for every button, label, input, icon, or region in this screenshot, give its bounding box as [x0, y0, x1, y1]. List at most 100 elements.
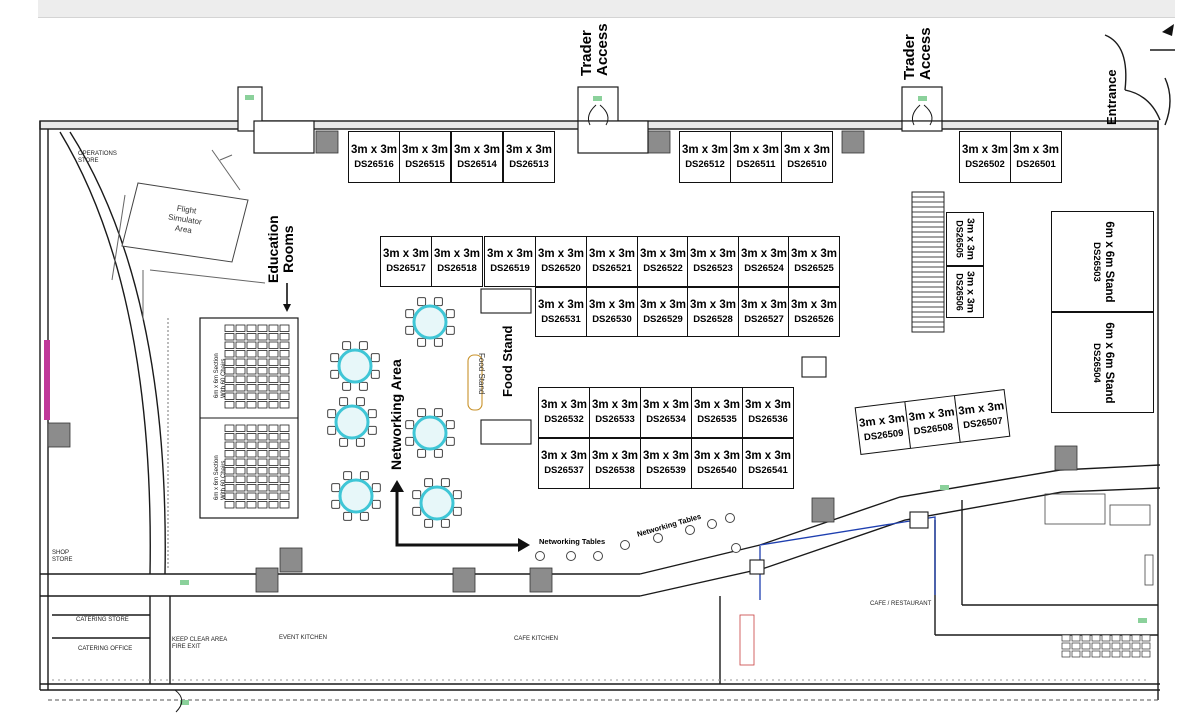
chair [359, 511, 369, 521]
seat [235, 341, 246, 349]
chair [339, 397, 349, 407]
small-table [535, 551, 545, 561]
cafe-seat [1091, 642, 1101, 650]
seat [257, 358, 268, 366]
seat [268, 441, 279, 449]
seat [235, 367, 246, 375]
seat [246, 475, 257, 483]
chair [342, 341, 352, 351]
seat [235, 375, 246, 383]
seat [279, 341, 290, 349]
cafe-seat [1131, 650, 1141, 658]
seat [268, 358, 279, 366]
stand-id: DS26503 [1090, 241, 1102, 282]
seat [235, 484, 246, 492]
seat [224, 467, 235, 475]
seat [279, 475, 290, 483]
seat [224, 358, 235, 366]
stand-size: 3m x 3m [588, 298, 636, 311]
seat [257, 484, 268, 492]
cafe-seat [1081, 650, 1091, 658]
small-table [653, 533, 663, 543]
stand-id: DS26528 [693, 313, 733, 325]
chair [424, 478, 434, 488]
fire-exit-signs [180, 95, 1147, 705]
flight-simulator-zone [111, 149, 266, 320]
chair [440, 518, 450, 528]
chair [412, 490, 422, 500]
seat [257, 367, 268, 375]
chair [452, 490, 462, 500]
stand-id: DS26532 [544, 414, 584, 425]
chair [355, 437, 365, 447]
seat [279, 375, 290, 383]
stand-size: 3m x 3m [350, 143, 398, 156]
seat [257, 501, 268, 509]
table-top [334, 404, 370, 440]
stand-id: DS26538 [595, 465, 635, 476]
seat [246, 424, 257, 432]
stand-id: DS26527 [744, 313, 784, 325]
stand-id: DS26520 [541, 263, 581, 274]
stand-id: DS26522 [643, 263, 683, 274]
cafe-seat [1121, 634, 1131, 642]
stand-id: DS26513 [509, 158, 549, 170]
cafe-seat [1071, 650, 1081, 658]
seat [268, 484, 279, 492]
networking-area-label: Networking Area [388, 359, 404, 470]
chair [342, 381, 352, 391]
seat [224, 450, 235, 458]
round-table [405, 297, 455, 347]
chair [367, 425, 377, 435]
small-table [566, 551, 576, 561]
cafe-seat [1061, 642, 1071, 650]
cafe-seat [1141, 650, 1151, 658]
seat [246, 367, 257, 375]
seat [279, 392, 290, 400]
chair [359, 471, 369, 481]
table-top [337, 348, 373, 384]
stand-id: DS26537 [544, 465, 584, 476]
seat [257, 401, 268, 409]
seat [224, 501, 235, 509]
round-table [412, 478, 462, 528]
chair [327, 425, 337, 435]
chair [405, 436, 415, 446]
seat [257, 492, 268, 500]
chair [358, 341, 368, 351]
seat [279, 324, 290, 332]
seat [279, 424, 290, 432]
stand-size: 3m x 3m [642, 399, 690, 411]
door-swings [174, 104, 933, 713]
seat [224, 484, 235, 492]
seat [224, 433, 235, 441]
chair [358, 381, 368, 391]
seat [235, 324, 246, 332]
seat [235, 475, 246, 483]
top-toolbar-strip [38, 0, 1175, 18]
seat [235, 424, 246, 432]
cafe-seat [1091, 650, 1101, 658]
entrance-door-highlight [44, 340, 50, 420]
stand-size: 3m x 3m [790, 298, 838, 311]
stand-id: DS26502 [965, 158, 1005, 170]
stand-id: DS26507 [962, 414, 1004, 431]
seat [224, 492, 235, 500]
seat [257, 324, 268, 332]
stand-id: DS26506 [954, 273, 965, 311]
seat [224, 384, 235, 392]
